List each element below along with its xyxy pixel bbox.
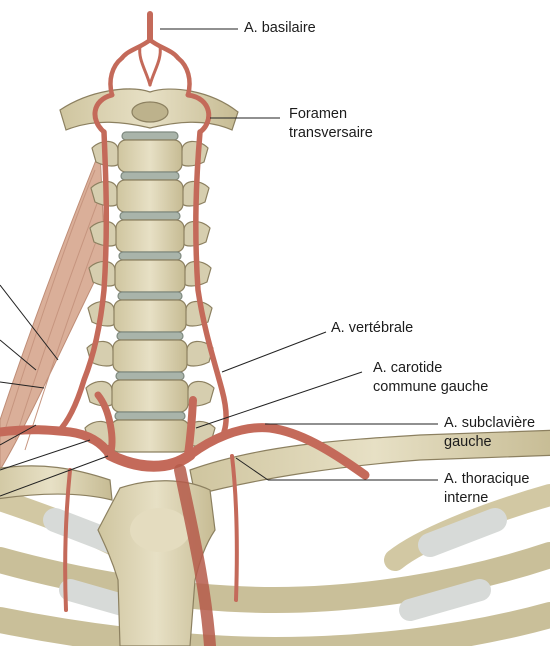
leader-common-carotid: [195, 371, 363, 429]
rib-cage: [0, 484, 550, 646]
vertebral-body: [116, 179, 184, 213]
vertebral-body: [110, 419, 190, 453]
intervertebral-disc: [118, 251, 182, 261]
intervertebral-disc: [114, 411, 186, 421]
vertebral-body: [111, 379, 189, 413]
clavicles: [0, 429, 550, 501]
label-left-subclavian: A. subclavière gauche: [444, 415, 536, 450]
label-left-common-carotid: A. carotide commune gauche: [373, 360, 489, 395]
label-transverse-foramen: Foramen transversaire: [289, 106, 373, 141]
intervertebral-disc: [115, 371, 185, 381]
vertebral-body: [112, 339, 188, 373]
intervertebral-disc: [117, 291, 183, 301]
label-internal-thoracic: A. thoracique interne: [444, 471, 530, 506]
vertebral-body: [117, 139, 183, 173]
vertebral-body: [114, 259, 186, 293]
scalene-muscle: [0, 149, 107, 471]
intervertebral-disc: [119, 211, 181, 221]
intervertebral-disc: [120, 171, 180, 181]
leader-vertebral: [221, 331, 327, 373]
vertebral-body: [113, 299, 187, 333]
arteries: [0, 11, 370, 646]
intervertebral-disc: [121, 131, 179, 141]
intervertebral-disc: [116, 331, 184, 341]
vertebral-body: [115, 219, 185, 253]
leader-lines: [0, 28, 438, 497]
leader-internal-thoracic-a: [235, 457, 269, 481]
label-basilar-artery: A. basilaire: [244, 20, 316, 36]
label-vertebral-artery: A. vertébrale: [331, 320, 414, 336]
